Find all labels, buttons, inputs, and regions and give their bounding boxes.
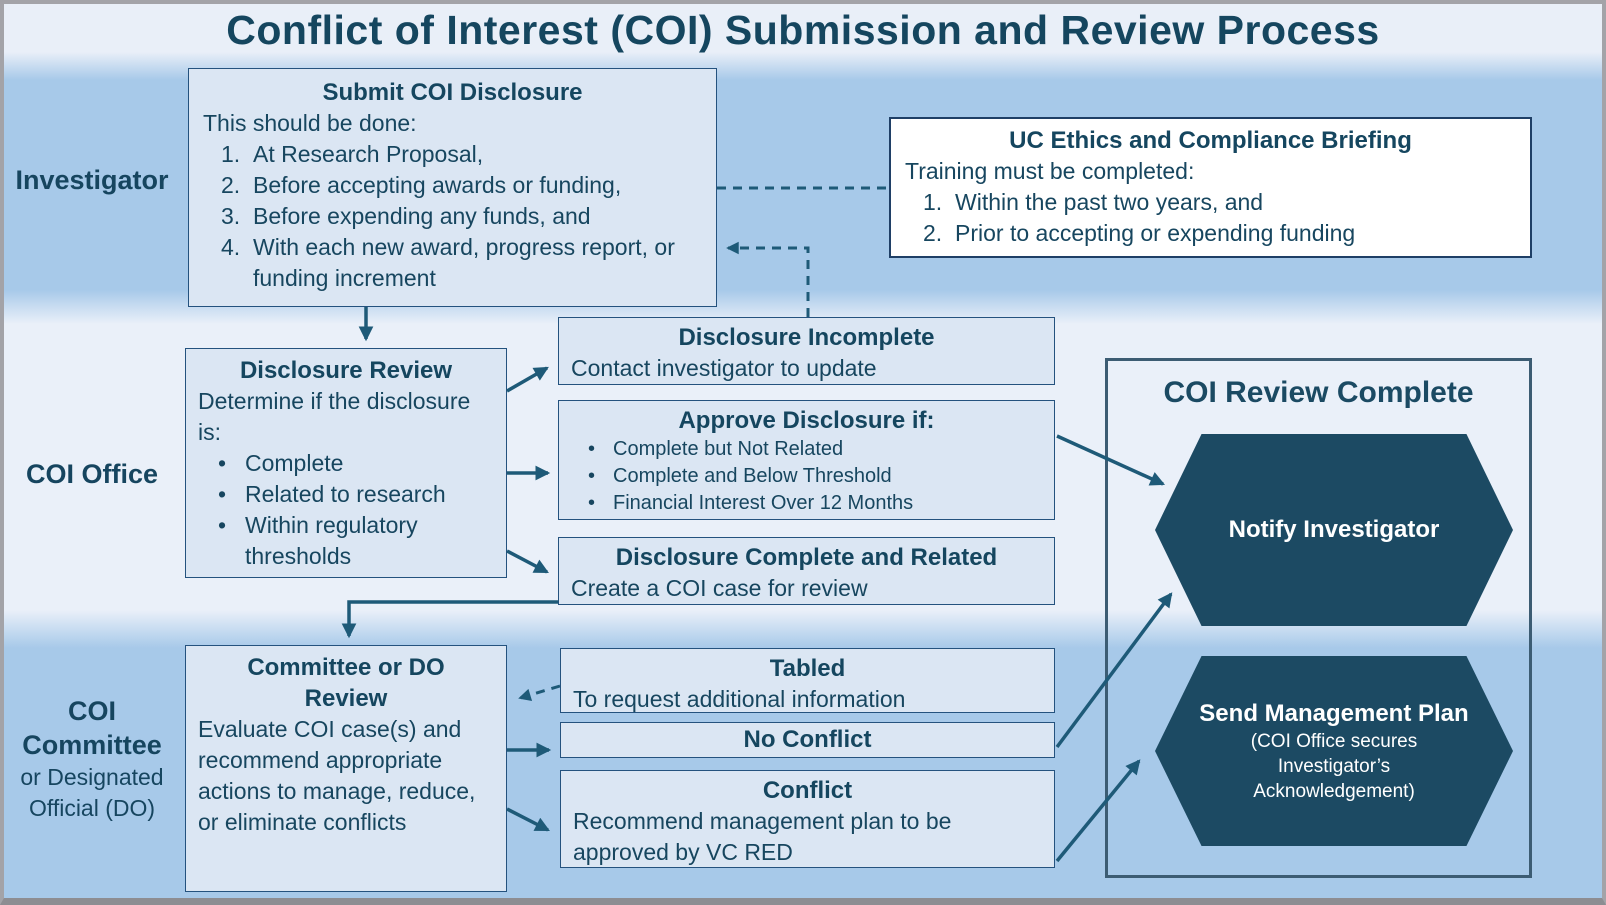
- bullet-text: Complete and Below Threshold: [613, 465, 892, 487]
- arrow-complete-related-to-committee: [341, 600, 558, 639]
- review-bullets: Complete Related to research Within regu…: [198, 448, 494, 572]
- bullet-item: Related to research: [198, 479, 494, 510]
- ethics-list: Within the past two years, and Prior to …: [905, 187, 1516, 249]
- arrow-review-to-complete-related: [506, 549, 549, 574]
- bullet-item: Complete: [198, 448, 494, 479]
- bullet-marker: [218, 479, 245, 510]
- no-conflict-node: No Conflict: [560, 722, 1055, 758]
- disclosure-review-node: Disclosure Review Determine if the discl…: [185, 348, 507, 578]
- arrow-review-to-incomplete: [506, 366, 549, 393]
- lane-label-coi-committee: COI Committee or Designated Official (DO…: [2, 694, 182, 824]
- lane-label-investigator: Investigator: [15, 165, 169, 195]
- committee-sublabel-line2: Official (DO): [28, 795, 156, 821]
- conflict-body: Recommend management plan to be approved…: [573, 808, 952, 865]
- send-management-plan-label: Send Management Plan: [1199, 699, 1469, 727]
- notify-investigator-node: Notify Investigator: [1155, 434, 1513, 626]
- committee-label-line1: COI: [67, 696, 116, 726]
- bullet-marker: [218, 448, 245, 479]
- notify-investigator-label: Notify Investigator: [1228, 516, 1440, 543]
- send-management-plan-node: Send Management Plan (COI Office secures…: [1155, 656, 1513, 846]
- conflict-title: Conflict: [762, 777, 853, 804]
- list-number: [221, 170, 253, 201]
- bullet-marker: [588, 463, 613, 490]
- bullet-item: Complete but Not Related: [571, 436, 1042, 463]
- disclosure-incomplete-node: Disclosure Incomplete Contact investigat…: [558, 317, 1055, 385]
- submit-title: Submit COI Disclosure: [322, 79, 583, 106]
- complete-related-title: Disclosure Complete and Related: [615, 544, 998, 571]
- arrow-committee-to-conflict: [506, 807, 550, 832]
- list-item-text: Before expending any funds, and: [253, 203, 591, 229]
- tabled-node: Tabled To request additional information: [560, 648, 1055, 713]
- bullet-text: Related to research: [245, 481, 446, 507]
- incomplete-body: Contact investigator to update: [571, 355, 877, 381]
- list-number: [923, 187, 955, 218]
- committee-do-review-node: Committee or DO Review Evaluate COI case…: [185, 645, 507, 892]
- list-item-text: Before accepting awards or funding,: [253, 172, 622, 198]
- send-management-plan-subtitle: (COI Office secures Investigator’s Ackno…: [1250, 730, 1418, 802]
- uc-ethics-briefing-node: UC Ethics and Compliance Briefing Traini…: [889, 117, 1532, 258]
- list-item-text: Prior to accepting or expending funding: [955, 220, 1356, 246]
- bullet-text: Complete: [245, 450, 344, 476]
- committee-review-title: Committee or DO Review: [247, 654, 445, 712]
- lane-label-coi-office: COI Office: [25, 459, 159, 489]
- list-item-text: Within the past two years, and: [955, 189, 1264, 215]
- committee-label-line2: Committee: [22, 730, 162, 760]
- disclosure-complete-related-node: Disclosure Complete and Related Create a…: [558, 537, 1055, 605]
- list-number: [221, 232, 253, 294]
- bullet-marker: [588, 436, 613, 463]
- arrow-incomplete-to-submit: [726, 241, 810, 317]
- committee-sublabel-line1: or Designated: [20, 764, 164, 790]
- conflict-node: Conflict Recommend management plan to be…: [560, 770, 1055, 868]
- tabled-title: Tabled: [769, 655, 846, 682]
- incomplete-title: Disclosure Incomplete: [678, 324, 935, 351]
- list-item-text: At Research Proposal,: [253, 141, 484, 167]
- bullet-marker: [588, 490, 613, 517]
- review-intro: Determine if the disclosure is:: [198, 388, 471, 445]
- no-conflict-title: No Conflict: [743, 726, 872, 753]
- ethics-intro: Training must be completed:: [905, 158, 1195, 184]
- list-item: Within the past two years, and: [905, 187, 1516, 218]
- submit-intro: This should be done:: [203, 110, 417, 136]
- page-title: Conflict of Interest (COI) Submission an…: [226, 7, 1380, 53]
- bullet-marker: [218, 510, 245, 572]
- ethics-title: UC Ethics and Compliance Briefing: [1009, 127, 1412, 154]
- bullet-item: Within regulatory thresholds: [198, 510, 494, 572]
- bullet-item: Complete and Below Threshold: [571, 463, 1042, 490]
- bullet-item: Financial Interest Over 12 Months: [571, 490, 1042, 517]
- list-number: [923, 218, 955, 249]
- list-item: Before accepting awards or funding,: [203, 170, 702, 201]
- bullet-text: Complete but Not Related: [613, 438, 844, 460]
- complete-related-body: Create a COI case for review: [571, 575, 868, 601]
- submit-coi-disclosure-node: Submit COI Disclosure This should be don…: [188, 68, 717, 307]
- committee-review-body: Evaluate COI case(s) and recommend appro…: [198, 716, 476, 835]
- list-item: Prior to accepting or expending funding: [905, 218, 1516, 249]
- approve-disclosure-node: Approve Disclosure if: Complete but Not …: [558, 400, 1055, 520]
- list-number: [221, 201, 253, 232]
- review-title: Disclosure Review: [239, 357, 453, 384]
- list-item: With each new award, progress report, or…: [203, 232, 702, 294]
- submit-list: At Research Proposal, Before accepting a…: [203, 139, 702, 294]
- arrow-tabled-to-committee: [518, 684, 561, 701]
- tabled-body: To request additional information: [573, 686, 906, 712]
- approve-title: Approve Disclosure if:: [678, 407, 935, 434]
- bullet-text: Financial Interest Over 12 Months: [613, 492, 914, 514]
- list-number: [221, 139, 253, 170]
- bullet-text: Within regulatory thresholds: [245, 512, 418, 569]
- list-item: At Research Proposal,: [203, 139, 702, 170]
- approve-bullets: Complete but Not Related Complete and Be…: [571, 436, 1042, 517]
- list-item-text: With each new award, progress report, or…: [253, 234, 675, 291]
- list-item: Before expending any funds, and: [203, 201, 702, 232]
- coi-review-complete-title: COI Review Complete: [1163, 376, 1474, 409]
